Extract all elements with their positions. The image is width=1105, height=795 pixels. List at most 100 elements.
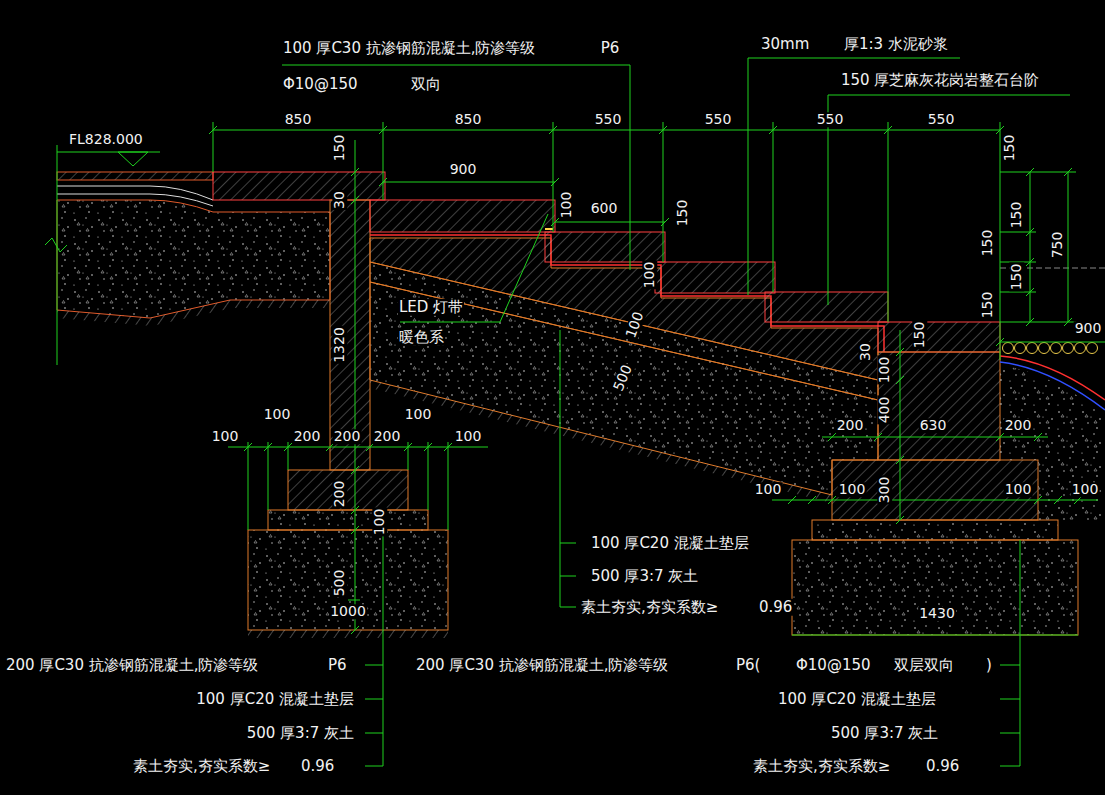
pond-edge-part (1000, 365, 1105, 520)
dimension-text: 200 (373, 429, 402, 444)
dimension-text: 100 (263, 407, 292, 422)
dimension-text: 30 (332, 190, 347, 210)
dimension-text: 850 (454, 112, 483, 127)
dimension-lines-part (213, 130, 1000, 131)
dimension-lines-part (996, 338, 1105, 346)
dimension-lines-part (57, 152, 160, 166)
dimension-text: 100 (559, 191, 574, 220)
dimension-lines-part (213, 122, 1000, 360)
dimension-text: 200 (333, 429, 362, 444)
dimension-lines-part (248, 442, 448, 530)
callout-text: 素土夯实,夯实系数≥ (132, 758, 271, 775)
pond-edge-part (1003, 343, 1014, 354)
dimension-text: 150 (980, 291, 995, 320)
dimension-lines-part (348, 600, 360, 601)
callout-text: 500 厚3:7 灰土 (590, 568, 699, 585)
callout-text: 暖色系 (398, 329, 445, 346)
dimension-lines-part (822, 433, 1048, 441)
dimension-text: 300 (877, 476, 892, 505)
stair-structure-part (878, 352, 1000, 460)
dimension-text: 150 (1002, 134, 1017, 163)
leader-lines-part (560, 330, 576, 607)
dimension-text: 150 (980, 229, 995, 258)
callout-text: 0.96 (925, 758, 960, 775)
dimension-text: 150 (1009, 263, 1024, 292)
retaining-wall-part (248, 630, 448, 638)
left-ground-part (45, 238, 67, 252)
dimension-text: 100 (372, 508, 387, 537)
stair-structure-part (545, 232, 665, 262)
stair-structure-part (370, 200, 555, 232)
dimension-text: 150 (675, 199, 690, 228)
dimension-lines-part (1000, 172, 1076, 322)
dimension-text: 100 (642, 261, 657, 290)
dimension-text: 30 (858, 342, 873, 362)
left-ground-part (57, 172, 213, 180)
callout-text: 素土夯实,夯实系数≥ (752, 758, 891, 775)
callout-text: P6 (327, 657, 348, 674)
callout-text: 双层双向 (893, 657, 955, 674)
stair-structure-part (878, 322, 1000, 352)
dimension-text: 550 (704, 112, 733, 127)
dimension-text: 200 (1004, 418, 1033, 433)
dimension-text: 200 (293, 429, 322, 444)
dimension-text: 550 (816, 112, 845, 127)
callout-text: 500 厚3:7 灰土 (830, 725, 939, 742)
stair-structure-part (765, 292, 888, 322)
dimension-text: 100 (1071, 482, 1100, 497)
leader-lines-part (1000, 540, 1020, 766)
leader-lines-part (282, 65, 630, 270)
dimension-text: 750 (1050, 231, 1065, 260)
callout-text: P6 (600, 40, 621, 57)
dimension-text: 150 (912, 321, 927, 350)
dimension-text: 900 (1074, 321, 1103, 336)
dimension-lines-part (896, 330, 904, 524)
callout-text: LED 灯带 (398, 299, 464, 316)
dimension-text: 550 (594, 112, 623, 127)
stair-structure-part (792, 540, 1078, 635)
callout-text: 30mm (760, 36, 810, 53)
dimension-lines (57, 122, 1105, 634)
retaining-wall-part (288, 470, 408, 510)
stair-structure-part (370, 380, 832, 503)
retaining-wall-part (248, 530, 448, 630)
dimension-text: 100 (754, 482, 783, 497)
left-ground-part (57, 194, 213, 206)
pond-edge-part (1015, 343, 1026, 354)
dimension-lines-part (379, 178, 559, 186)
callout-text: 200 厚C30 抗渗钢筋混凝土,防渗等级 (415, 657, 670, 674)
callout-text: 150 厚芝麻灰花岗岩整石台阶 (840, 72, 1040, 89)
retaining-wall-part (213, 172, 385, 200)
stair-structure (370, 200, 1078, 635)
stair-structure-part (792, 635, 1078, 636)
dimension-lines-part (772, 496, 1098, 504)
dimension-text: 100 (838, 482, 867, 497)
dimension-text: 900 (449, 162, 478, 177)
pond-edge-part (1063, 343, 1074, 354)
dimension-lines-part (57, 145, 58, 365)
dimension-text: 150 (332, 134, 347, 163)
callout-text: 100 厚C20 混凝土垫层 (777, 691, 937, 708)
dimension-text: 200 (332, 480, 347, 509)
pond-edge-part (1039, 343, 1050, 354)
callout-text: Φ10@150 (795, 657, 872, 674)
pond-edge-part (1027, 343, 1038, 354)
pond-edge-part (1051, 343, 1062, 354)
leader-lines (282, 58, 1070, 766)
dimension-text: 100 (454, 429, 483, 444)
dimension-text: 100 (877, 356, 892, 385)
retaining-wall-part (330, 200, 370, 470)
dimension-text: 500 (610, 362, 635, 394)
dimension-text: 600 (590, 201, 619, 216)
dimension-text: 630 (919, 418, 948, 433)
dimension-lines-part (1026, 168, 1034, 326)
dimension-text: 1000 (329, 604, 367, 619)
stair-structure-part (655, 262, 775, 293)
elevation-mark: FL828.000 (68, 132, 144, 147)
dimension-text: 200 (836, 418, 865, 433)
callout-text: 厚1:3 水泥砂浆 (843, 36, 949, 53)
dimension-text: 850 (284, 112, 313, 127)
callout-text: 100 厚C20 混凝土垫层 (195, 691, 355, 708)
